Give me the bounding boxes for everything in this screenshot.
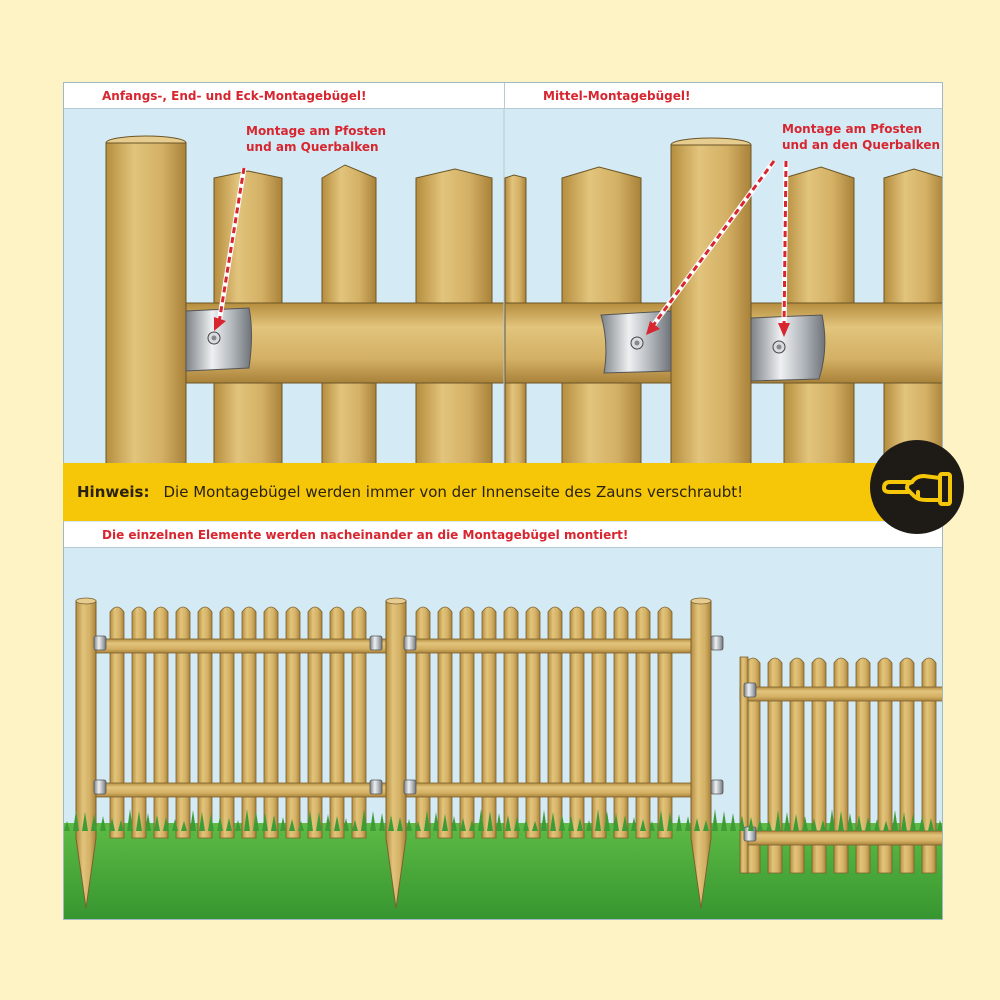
picket xyxy=(285,606,301,839)
picket xyxy=(307,606,323,839)
cross-rail xyxy=(739,830,942,846)
picket xyxy=(591,606,607,839)
picket xyxy=(739,656,749,874)
pointing-hand-icon xyxy=(870,440,964,534)
bottom-assembly-scene xyxy=(64,597,942,919)
picket xyxy=(437,606,453,839)
left-callout: Montage am Pfosten und am Querbalken xyxy=(246,124,387,154)
mounting-bracket-icon xyxy=(403,635,417,651)
fence-post xyxy=(690,600,712,909)
hint-label: Hinweis: xyxy=(77,483,150,501)
right-detail-panel xyxy=(503,83,942,466)
right-panel-label: Mittel-Montagebügel! xyxy=(504,83,942,109)
picket xyxy=(131,606,147,839)
dashed-arrow-icon xyxy=(214,167,247,331)
hint-banner: Hinweis: Die Montagebügel werden immer vo… xyxy=(63,463,943,521)
mounting-bracket-icon xyxy=(93,779,107,795)
mounting-bracket-icon xyxy=(600,310,672,374)
cross-rail xyxy=(93,782,390,798)
fence-post xyxy=(670,144,752,466)
mounting-bracket-icon xyxy=(369,635,383,651)
picket xyxy=(219,606,235,839)
mounting-bracket-icon xyxy=(369,779,383,795)
cross-rail xyxy=(399,782,705,798)
mounting-bracket-icon xyxy=(185,307,252,372)
right-callout: Montage am Pfosten und an den Querbalken xyxy=(782,122,941,152)
picket xyxy=(525,606,541,839)
picket xyxy=(153,606,169,839)
cross-rail xyxy=(93,638,390,654)
picket xyxy=(569,606,585,839)
picket xyxy=(263,606,279,839)
fence-post xyxy=(75,600,97,909)
fence-post xyxy=(385,600,407,909)
left-detail-panel xyxy=(105,135,505,466)
mounting-bracket-icon xyxy=(750,314,826,382)
picket xyxy=(657,606,673,839)
fence-post xyxy=(105,142,187,466)
picket xyxy=(481,606,497,839)
picket xyxy=(547,606,563,839)
picket xyxy=(613,606,629,839)
picket xyxy=(241,606,257,839)
mounting-bracket-icon xyxy=(743,682,757,698)
picket xyxy=(109,606,125,839)
left-panel-label: Anfangs-, End- und Eck-Montagebügel! xyxy=(64,83,504,109)
picket xyxy=(635,606,651,839)
hint-text: Die Montagebügel werden immer von der In… xyxy=(163,483,744,501)
fence-illustration xyxy=(64,83,942,919)
picket xyxy=(415,606,431,839)
bottom-panel-label: Die einzelnen Elemente werden nacheinand… xyxy=(64,522,942,548)
mounting-bracket-icon xyxy=(403,779,417,795)
picket xyxy=(351,606,367,839)
picket xyxy=(197,606,213,839)
cross-rail xyxy=(739,686,942,702)
picket xyxy=(459,606,475,839)
picket xyxy=(329,606,345,839)
picket xyxy=(175,606,191,839)
cross-rail xyxy=(399,638,705,654)
picket xyxy=(503,606,519,839)
mounting-bracket-icon xyxy=(93,635,107,651)
mounting-bracket-icon xyxy=(710,779,724,795)
dashed-arrow-icon xyxy=(778,160,790,337)
mounting-bracket-icon xyxy=(710,635,724,651)
fence-elements xyxy=(64,597,942,909)
dashed-arrow-icon xyxy=(646,159,777,335)
